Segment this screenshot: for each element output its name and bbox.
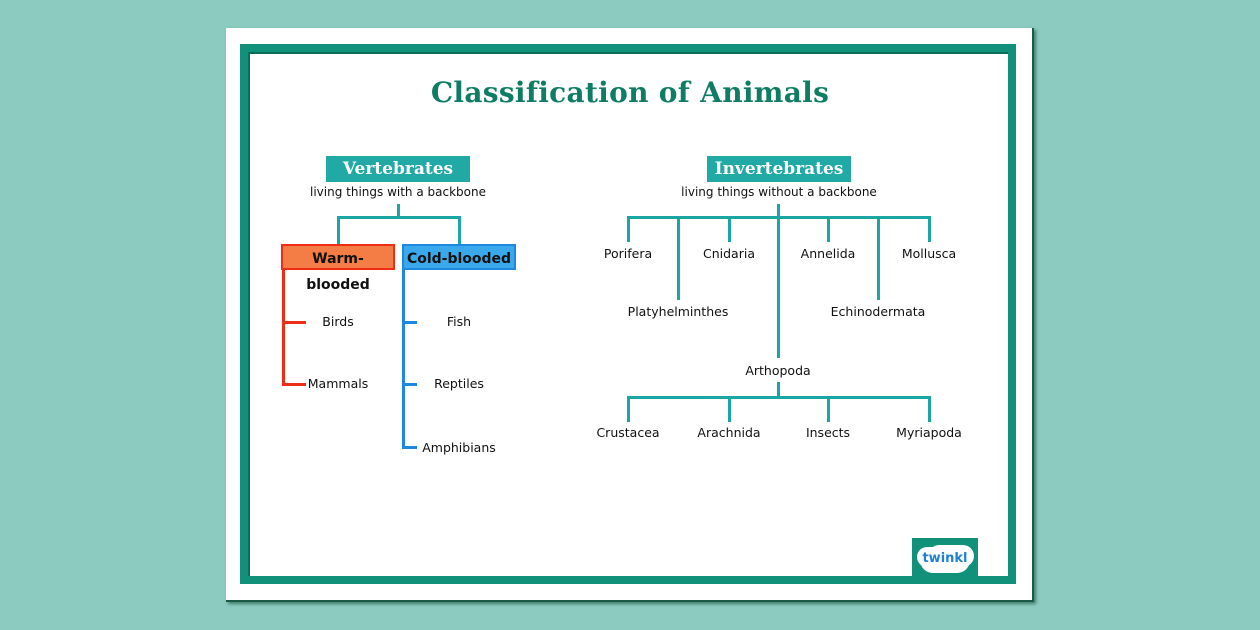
cold-blooded-box: Cold-blooded bbox=[402, 244, 516, 270]
phylum-cnidaria: Cnidaria bbox=[703, 246, 755, 261]
animal-mammals: Mammals bbox=[307, 376, 369, 391]
connector bbox=[337, 216, 461, 219]
warm-connector bbox=[282, 270, 285, 385]
class-myriapoda: Myriapoda bbox=[896, 425, 962, 440]
class-insects: Insects bbox=[805, 425, 851, 440]
page-title: Classification of Animals bbox=[430, 76, 830, 109]
cold-connector bbox=[402, 383, 417, 386]
phylum-echinodermata: Echinodermata bbox=[830, 304, 926, 319]
connector bbox=[397, 204, 400, 218]
logo-text: twinkl bbox=[922, 551, 968, 566]
cold-connector bbox=[402, 446, 417, 449]
connector bbox=[827, 396, 830, 422]
class-crustacea: Crustacea bbox=[596, 425, 660, 440]
warm-connector bbox=[282, 321, 306, 324]
phylum-porifera: Porifera bbox=[603, 246, 653, 261]
animal-birds: Birds bbox=[322, 314, 354, 329]
connector bbox=[877, 216, 880, 300]
connector bbox=[777, 216, 780, 358]
cold-connector bbox=[402, 270, 405, 449]
connector bbox=[827, 216, 830, 242]
warm-connector bbox=[282, 383, 306, 386]
twinkl-logo: twinkl bbox=[912, 538, 978, 584]
cold-connector bbox=[402, 321, 417, 324]
animal-fish: Fish bbox=[446, 314, 472, 329]
vertebrates-description: living things with a backbone bbox=[310, 185, 486, 199]
cloud-icon: twinkl bbox=[920, 547, 970, 573]
connector bbox=[627, 396, 931, 399]
connector bbox=[337, 216, 340, 244]
phylum-platyhelminthes: Platyhelminthes bbox=[627, 304, 729, 319]
invertebrates-description: living things without a backbone bbox=[681, 185, 877, 199]
class-arachnida: Arachnida bbox=[697, 425, 761, 440]
connector bbox=[458, 216, 461, 244]
vertebrates-heading: Vertebrates bbox=[326, 156, 470, 182]
connector bbox=[677, 216, 680, 300]
connector bbox=[627, 216, 630, 242]
phylum-mollusca: Mollusca bbox=[901, 246, 957, 261]
connector bbox=[777, 204, 780, 218]
phylum-arthropoda: Arthopoda bbox=[745, 363, 811, 378]
phylum-annelida: Annelida bbox=[800, 246, 856, 261]
warm-blooded-box: Warm-blooded bbox=[281, 244, 395, 293]
animal-reptiles: Reptiles bbox=[434, 376, 484, 391]
connector bbox=[928, 216, 931, 242]
connector bbox=[728, 396, 731, 422]
poster-frame bbox=[240, 44, 1016, 584]
connector bbox=[627, 396, 630, 422]
animal-amphibians: Amphibians bbox=[422, 440, 496, 455]
invertebrates-heading: Invertebrates bbox=[707, 156, 851, 182]
connector bbox=[777, 382, 780, 398]
connector bbox=[928, 396, 931, 422]
connector bbox=[728, 216, 731, 242]
